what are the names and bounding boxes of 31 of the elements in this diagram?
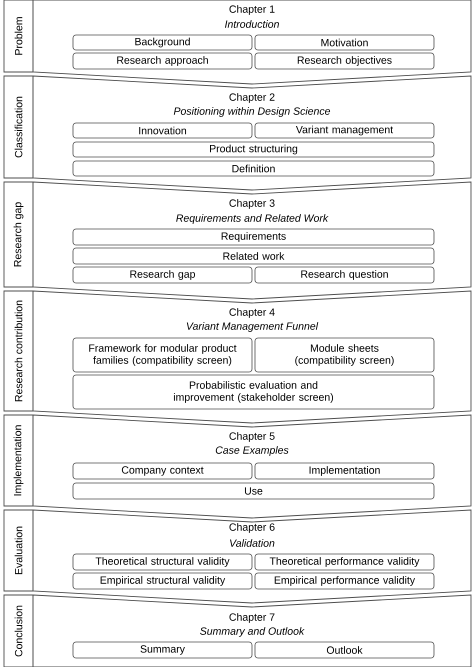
side-label-cell: Implementation bbox=[4, 414, 34, 506]
side-label-cell: Research gap bbox=[4, 182, 34, 288]
topic-box: Innovation bbox=[72, 122, 252, 138]
topic-box: Module sheets (compatibility screen) bbox=[254, 338, 434, 372]
topic-box: Theoretical performance validity bbox=[254, 554, 434, 570]
topic-box: Summary bbox=[72, 642, 252, 658]
topic-box: Definition bbox=[72, 160, 434, 176]
topic-box: Product structuring bbox=[72, 142, 434, 158]
topic-box: Probabilistic evaluation and improvement (stakeholder screen) bbox=[72, 374, 434, 410]
side-label-cell: Research contribution bbox=[4, 290, 34, 412]
topic-box: Outlook bbox=[254, 642, 434, 658]
topic-box: Empirical structural validity bbox=[72, 572, 252, 590]
topic-box: Research question bbox=[254, 266, 434, 284]
topic-box: Requirements bbox=[72, 228, 434, 246]
side-label-cell: Conclusion bbox=[4, 594, 34, 667]
topic-box: Use bbox=[72, 482, 434, 500]
topic-box: Research gap bbox=[72, 266, 252, 284]
side-label-cell: Evaluation bbox=[4, 510, 34, 592]
topic-box: Company context bbox=[72, 462, 252, 480]
side-label-cell: Classification bbox=[4, 76, 34, 178]
topic-box: Background bbox=[72, 34, 252, 50]
topic-box: Research objectives bbox=[254, 52, 434, 70]
topic-box: Framework for modular product families (compatibility screen) bbox=[72, 338, 252, 372]
topic-box: Empirical performance validity bbox=[254, 572, 434, 590]
topic-box: Implementation bbox=[254, 462, 434, 480]
side-label-cell: Problem bbox=[4, 0, 34, 72]
topic-box: Research approach bbox=[72, 52, 252, 70]
topic-box: Variant management bbox=[254, 122, 434, 138]
topic-box: Theoretical structural validity bbox=[72, 554, 252, 570]
topic-box: Motivation bbox=[254, 34, 434, 50]
topic-box: Related work bbox=[72, 248, 434, 264]
